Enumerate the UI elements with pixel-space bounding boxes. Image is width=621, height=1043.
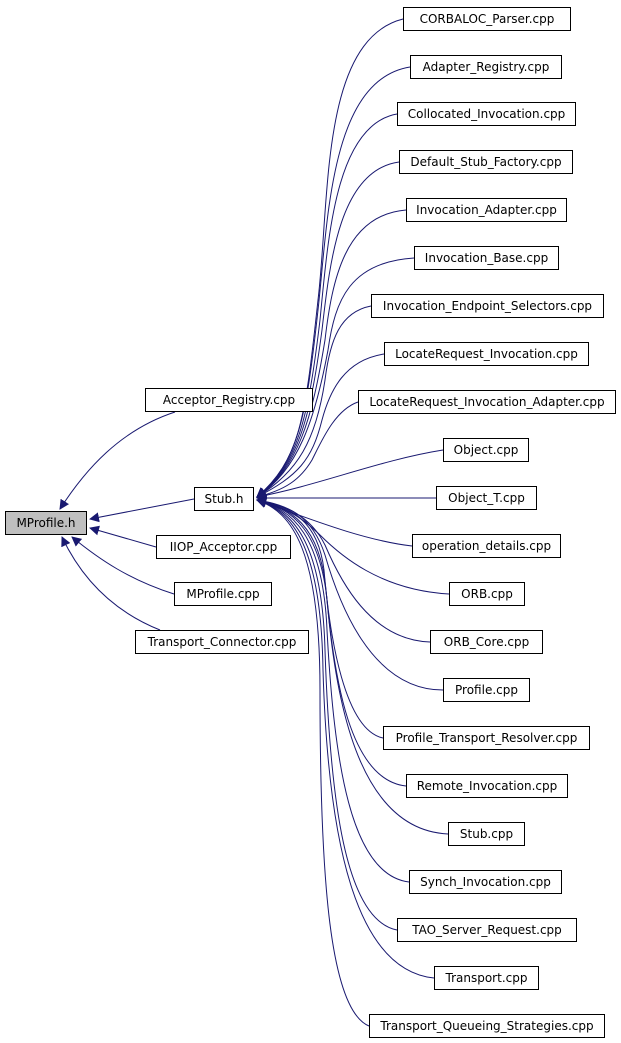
edge-stub-to-synch-inv xyxy=(256,497,410,883)
edge-stub-to-tao-server xyxy=(256,497,398,931)
node-tao-server-request-cpp[interactable]: TAO_Server_Request.cpp xyxy=(397,918,577,942)
edge-stub-to-stub-cpp xyxy=(256,497,449,835)
edge-stub-to-inv-endpoint xyxy=(256,305,372,498)
node-mprofile-h[interactable]: MProfile.h xyxy=(5,511,87,535)
node-remote-invocation-cpp[interactable]: Remote_Invocation.cpp xyxy=(406,774,568,798)
node-orb-core-cpp[interactable]: ORB_Core.cpp xyxy=(430,630,543,654)
node-acceptor-registry-cpp[interactable]: Acceptor_Registry.cpp xyxy=(145,388,313,412)
node-stub-h[interactable]: Stub.h xyxy=(194,487,254,511)
edge-stub-to-locate-inv xyxy=(256,353,385,498)
node-locaterequest-invocation-cpp[interactable]: LocateRequest_Invocation.cpp xyxy=(384,342,589,366)
node-synch-invocation-cpp[interactable]: Synch_Invocation.cpp xyxy=(409,870,562,894)
node-object-cpp[interactable]: Object.cpp xyxy=(443,438,529,462)
node-invocation-adapter-cpp[interactable]: Invocation_Adapter.cpp xyxy=(406,198,567,222)
edge-stub-to-default-stub xyxy=(256,161,400,498)
node-transport-connector-cpp[interactable]: Transport_Connector.cpp xyxy=(135,630,309,654)
edge-mprofile-to-acceptor-reg xyxy=(59,411,176,510)
node-invocation-base-cpp[interactable]: Invocation_Base.cpp xyxy=(414,246,559,270)
edge-mprofile-to-iiop xyxy=(89,525,157,548)
node-invocation-endpoint-selectors-cpp[interactable]: Invocation_Endpoint_Selectors.cpp xyxy=(371,294,604,318)
edge-stub-to-locate-adapter xyxy=(256,401,359,500)
node-profile-transport-resolver-cpp[interactable]: Profile_Transport_Resolver.cpp xyxy=(383,726,590,750)
edge-stub-to-inv-adapter xyxy=(256,209,407,498)
edge-mprofile-to-transport-conn xyxy=(61,536,161,631)
node-profile-cpp[interactable]: Profile.cpp xyxy=(443,678,530,702)
node-iiop-acceptor-cpp[interactable]: IIOP_Acceptor.cpp xyxy=(156,535,291,559)
node-transport-queueing-strategies-cpp[interactable]: Transport_Queueing_Strategies.cpp xyxy=(369,1014,605,1038)
edge-stub-to-corbaloc xyxy=(256,18,404,498)
node-object-t-cpp[interactable]: Object_T.cpp xyxy=(436,486,537,510)
node-adapter-registry-cpp[interactable]: Adapter_Registry.cpp xyxy=(410,55,562,79)
node-default-stub-factory-cpp[interactable]: Default_Stub_Factory.cpp xyxy=(399,150,573,174)
edge-stub-to-collocated xyxy=(256,113,398,498)
node-transport-cpp[interactable]: Transport.cpp xyxy=(434,966,539,990)
node-collocated-invocation-cpp[interactable]: Collocated_Invocation.cpp xyxy=(397,102,576,126)
edge-stub-to-orb-core xyxy=(256,496,431,643)
edge-stub-to-queueing xyxy=(256,498,370,1027)
node-mprofile-cpp[interactable]: MProfile.cpp xyxy=(174,582,272,606)
edge-stub-to-object xyxy=(256,449,444,501)
edge-mprofile-to-stub-h xyxy=(89,498,195,523)
node-locaterequest-invocation-adapter-cpp[interactable]: LocateRequest_Invocation_Adapter.cpp xyxy=(358,390,616,414)
edge-stub-to-adapter-reg xyxy=(256,66,411,498)
node-corbaloc-parser-cpp[interactable]: CORBALOC_Parser.cpp xyxy=(403,7,571,31)
node-operation-details-cpp[interactable]: operation_details.cpp xyxy=(412,534,561,558)
edge-stub-to-profile xyxy=(256,496,444,691)
edge-mprofile-to-mprofile-cpp xyxy=(71,536,175,595)
edge-stub-to-inv-base xyxy=(256,257,415,498)
node-stub-cpp[interactable]: Stub.cpp xyxy=(448,822,525,846)
edge-stub-to-transport xyxy=(256,497,435,979)
node-orb-cpp[interactable]: ORB.cpp xyxy=(449,582,525,606)
